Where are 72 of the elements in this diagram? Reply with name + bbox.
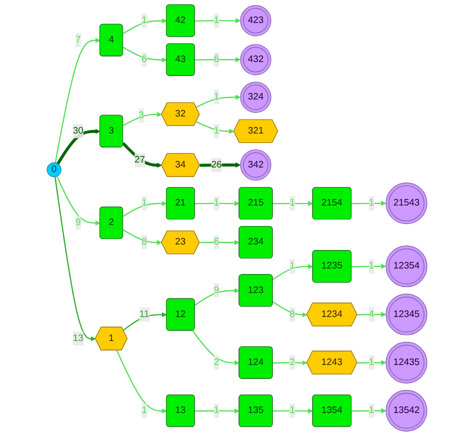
arrow (272, 264, 314, 280)
arrow (122, 46, 167, 62)
arrow (56, 128, 100, 165)
arrow (194, 57, 241, 62)
edge-label: 1 (290, 405, 295, 416)
node-circle: 342 (240, 149, 272, 181)
node-circle: 12354 (386, 246, 428, 288)
arrow (194, 200, 240, 206)
arrow (272, 408, 314, 414)
edge-label: 26 (211, 160, 222, 170)
arrow (54, 38, 100, 163)
edge-label: 1 (368, 357, 374, 368)
edge-label: 1 (214, 198, 220, 208)
edge-label: 6 (214, 54, 220, 64)
arrow (352, 408, 386, 414)
edge-label: 1 (368, 261, 374, 272)
edge-label: 1 (214, 405, 220, 416)
edge-label: 1 (290, 261, 295, 272)
arrow (196, 94, 241, 108)
arrow (272, 200, 314, 206)
edge-label: 13 (72, 333, 84, 344)
node-circle: 12435 (386, 342, 428, 384)
arrow (56, 176, 100, 226)
arrow (194, 288, 240, 306)
arrow (352, 264, 386, 269)
edge-label: 9 (76, 217, 81, 228)
edge-label: 1 (368, 405, 374, 416)
edge-label: 6 (214, 236, 220, 248)
arrow (54, 176, 96, 342)
edge-label: 1 (214, 126, 220, 136)
node-circle: 324 (240, 82, 272, 113)
edge-label: 27 (134, 155, 145, 166)
node-circle: 21543 (386, 182, 428, 224)
edge-label: 1 (214, 15, 220, 26)
node-circle: 423 (240, 5, 272, 36)
edge-label: 3 (138, 110, 144, 121)
edge-label: 1 (368, 198, 374, 208)
node-circle: 0 (46, 162, 62, 178)
arrow (122, 229, 162, 246)
arrow (272, 360, 308, 366)
edge-label: 1 (142, 15, 147, 26)
edge-label: 8 (142, 236, 147, 248)
edge-label: 1 (290, 198, 295, 208)
arrow (200, 240, 240, 246)
arrow (122, 112, 162, 126)
edge-label: 8 (290, 309, 295, 320)
edge-label: 7 (76, 34, 81, 45)
arrow (196, 121, 234, 134)
arrow (122, 18, 167, 34)
arrow (352, 200, 386, 206)
node-circle: 432 (240, 44, 272, 76)
node-circle: 12345 (386, 294, 428, 336)
arrow (122, 200, 167, 217)
arrow (194, 18, 241, 24)
edge-label: 6 (142, 54, 147, 64)
edge-label: 2 (290, 357, 295, 368)
arrow (272, 301, 308, 318)
edge-label: 9 (214, 285, 220, 296)
edge-label: 1 (214, 92, 220, 102)
edge-label: 11 (139, 309, 150, 320)
arrow (122, 142, 162, 168)
edge-label: 4 (368, 309, 374, 320)
edge-label: 30 (72, 126, 84, 136)
edge-label: 1 (142, 198, 147, 208)
arrow (116, 350, 167, 414)
arrow (194, 408, 240, 414)
arrow (357, 360, 386, 366)
arrow (122, 312, 167, 331)
edge-label: 2 (214, 357, 220, 368)
arrow (192, 330, 240, 366)
node-circle: 13542 (386, 390, 428, 432)
edge-label: 1 (142, 405, 147, 416)
